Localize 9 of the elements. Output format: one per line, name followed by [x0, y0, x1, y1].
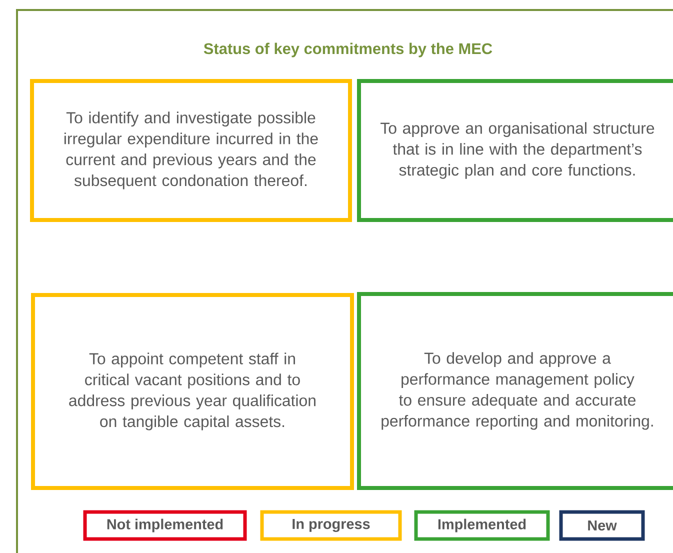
status-box: To develop and approve a performance management policy to ensure adequate and accurate performance reporting and monitoring.	[357, 292, 673, 490]
title: Status of key commitments by the MEC	[204, 42, 492, 58]
legend-item: Not implemented	[83, 510, 247, 541]
legend-item: In progress	[260, 510, 402, 541]
status-box: To appoint competent staff in critical vacant positions and to address previous year qualification on tangible capital assets.	[31, 293, 354, 490]
status-box: To identify and investigate possible irregular expenditure incurred in the current and previous years and the subsequent condonation thereof.	[30, 79, 352, 222]
status-box: To approve an organisational structure that is in line with the department’s strategic plan and core functions.	[357, 79, 673, 222]
legend-item: New	[559, 510, 645, 541]
legend-item: Implemented	[414, 510, 550, 541]
